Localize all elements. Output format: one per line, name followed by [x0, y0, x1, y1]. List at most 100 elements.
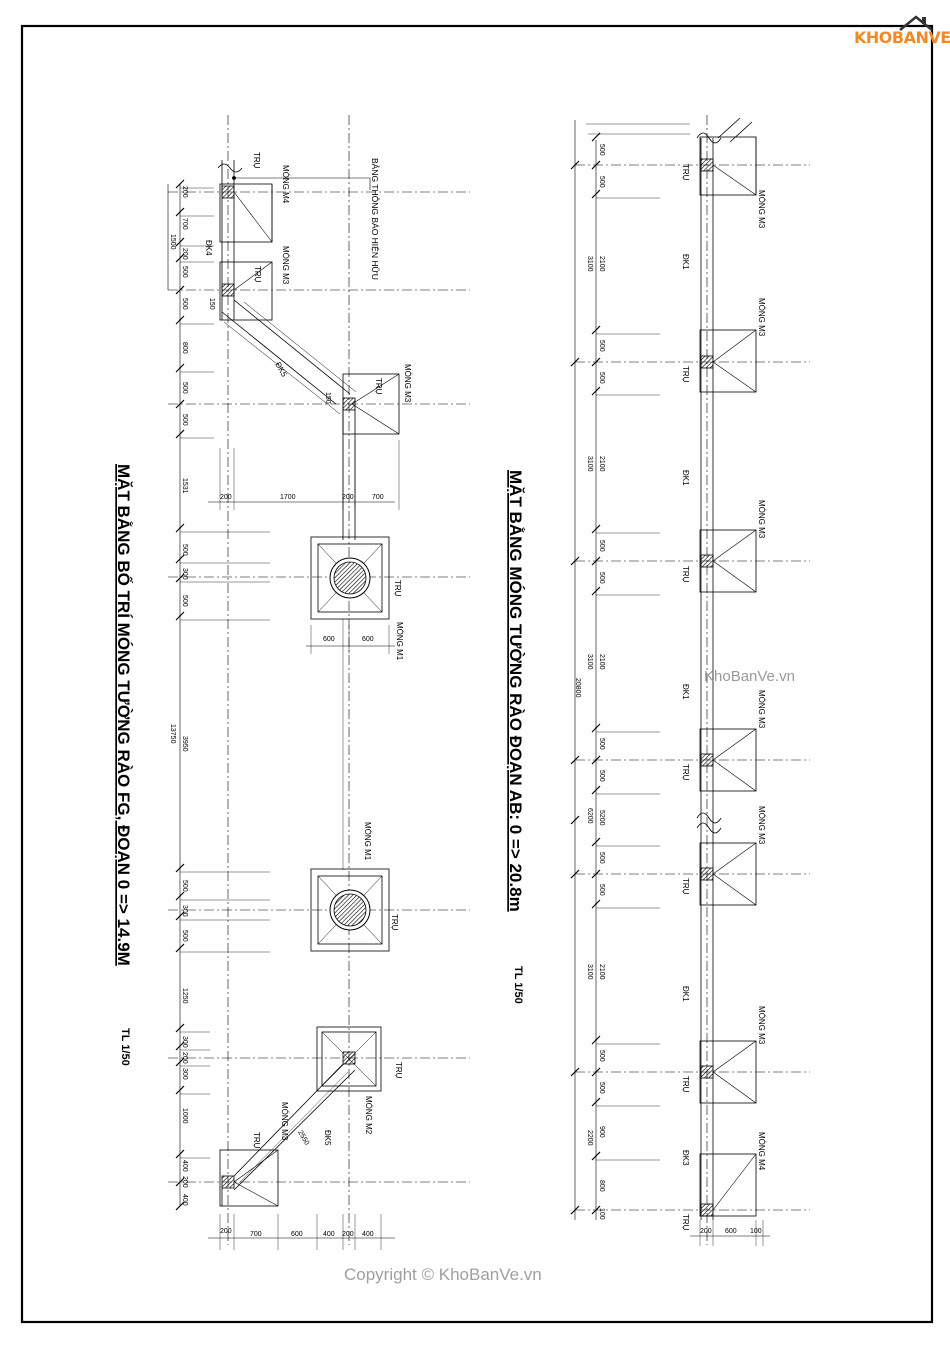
dim-l-20: 1000: [181, 1108, 188, 1124]
dim-lb-2: 600: [291, 1231, 303, 1238]
r-dim-25: 800: [598, 1180, 605, 1192]
dim-l-17: 300: [181, 1036, 188, 1048]
left-plan-labels: BẢNG THÔNG BÁO HIỆN HỮU TRỤ MÓNG M4 ĐK4 …: [114, 152, 412, 1238]
dim-m1-0: 600: [323, 636, 335, 643]
right-plan-title: MẶT BẰNG MÓNG TƯỜNG RÀO ĐOẠN AB: 0 => 20…: [506, 470, 525, 912]
r-dim-18: 500: [598, 884, 605, 896]
r-mong-m3-5: MÓNG M3: [757, 806, 766, 845]
r-dim-24: 2200: [586, 1130, 593, 1146]
r-tru-2: TRỤ: [681, 366, 690, 383]
dim-l-14: 300: [181, 905, 188, 917]
label-tru-3: TRỤ: [374, 378, 383, 395]
label-tru-6: TRỤ: [394, 1062, 403, 1079]
dim-diag-2: 150: [324, 392, 331, 404]
r-dim-10: 500: [598, 572, 605, 584]
r-tru-4: TRỤ: [681, 764, 690, 781]
label-tru-7: TRỤ: [252, 1132, 261, 1149]
house-roof-icon: [899, 15, 933, 31]
dim-lh-2: 200: [342, 494, 354, 501]
right-plan: [570, 115, 810, 1246]
dim-l-10: 300: [181, 568, 188, 580]
r-dim-12: 3100: [586, 654, 593, 670]
dim-l-5: 800: [181, 342, 188, 354]
r-dim-21: 500: [598, 1050, 605, 1062]
r-dim-2: 500: [598, 176, 605, 188]
dim-l-4: 500: [181, 298, 188, 310]
dim-l-21: 400: [181, 1160, 188, 1172]
dim-lh-3: 700: [372, 494, 384, 501]
dim-lh-0: 200: [220, 494, 232, 501]
dim-lb-5: 400: [362, 1231, 374, 1238]
dim-l-total-1: 1500: [169, 234, 176, 250]
sign-label: BẢNG THÔNG BÁO HIỆN HỮU: [370, 158, 381, 280]
dim-l-23: 400: [181, 1194, 188, 1206]
dim-diag-0: 2550: [296, 1130, 310, 1147]
dim-l-18: 200: [181, 1052, 188, 1064]
r-dim-16: 6200: [586, 808, 593, 824]
r-dk1-4: ĐK1: [681, 986, 690, 1002]
r-dim-3: 2100: [598, 256, 605, 272]
dim-l-1: 700: [181, 218, 188, 230]
dim-l-3: 500: [181, 266, 188, 278]
r-tru-6: TRỤ: [681, 1076, 690, 1093]
dim-m1-1: 600: [362, 636, 374, 643]
r-dk1-2: ĐK1: [681, 470, 690, 486]
dim-lb-4: 200: [342, 1231, 354, 1238]
dim-lb-0: 200: [220, 1228, 232, 1235]
r-dim-1: 500: [598, 144, 605, 156]
label-mong-m1-2: MÓNG M1: [363, 822, 372, 861]
r-dim-8: 3100: [586, 456, 593, 472]
r-dimh-0: 200: [700, 1228, 712, 1235]
left-plan-scale: TL 1/50: [119, 1028, 131, 1066]
r-tru-7: TRỤ: [681, 1214, 690, 1231]
label-tru-4: TRỤ: [393, 580, 402, 597]
sheet-border: [20, 24, 934, 1324]
r-dim-7: 2100: [598, 456, 605, 472]
r-dk1-1: ĐK1: [681, 254, 690, 270]
r-tru-5: TRỤ: [681, 878, 690, 895]
r-tru-1: TRỤ: [681, 164, 690, 181]
dim-l-6: 500: [181, 382, 188, 394]
copyright-watermark: Copyright © KhoBanVe.vn: [344, 1265, 542, 1284]
r-dim-15: 5200: [598, 810, 605, 826]
dim-lh-1: 1700: [280, 494, 296, 501]
left-plan: [167, 115, 470, 1250]
r-dim-17: 500: [598, 852, 605, 864]
r-dim-4: 3100: [586, 256, 593, 272]
dim-diag-1: 150: [208, 298, 215, 310]
label-mong-m3-2: MÓNG M3: [403, 364, 412, 403]
dim-l-0: 200: [181, 186, 188, 198]
r-mong-m4: MÓNG M4: [757, 1132, 766, 1171]
r-mong-m3-2: MÓNG M3: [757, 298, 766, 337]
dim-l-11: 500: [181, 595, 188, 607]
logo-text: KHOBANVE: [854, 28, 950, 47]
dim-l-22: 200: [181, 1176, 188, 1188]
r-dim-22: 500: [598, 1082, 605, 1094]
dim-l-12: 3950: [181, 736, 188, 752]
r-dimh-2: 100: [750, 1228, 762, 1235]
dim-lb-3: 400: [323, 1231, 335, 1238]
r-dk3: ĐK3: [681, 1150, 690, 1166]
brand-logo: KHOBANVE: [850, 12, 950, 52]
r-tru-3: TRỤ: [681, 566, 690, 583]
dim-l-8: 1531: [181, 478, 188, 494]
dim-l-13: 500: [181, 880, 188, 892]
label-tru-1: TRỤ: [252, 152, 261, 169]
r-dim-19: 2100: [598, 964, 605, 980]
dim-l-19: 300: [181, 1068, 188, 1080]
r-dim-13: 500: [598, 738, 605, 750]
left-plan-title: MẶT BẰNG BỐ TRÍ MÓNG TƯỜNG RÀO FG, ĐOẠN …: [114, 464, 134, 966]
watermark-right: KhoBanVe.vn: [704, 668, 795, 685]
r-mong-m3-6: MÓNG M3: [757, 1006, 766, 1045]
r-dimh-1: 600: [725, 1228, 737, 1235]
r-dim-total: 20800: [574, 678, 581, 698]
dim-l-16: 1250: [181, 988, 188, 1004]
label-dk5-1: ĐK5: [273, 361, 289, 379]
label-dk4: ĐK4: [204, 240, 213, 256]
dim-l-2: 200: [181, 248, 188, 260]
r-dim-6: 500: [598, 372, 605, 384]
label-mong-m4: MÓNG M4: [281, 165, 290, 204]
r-dim-5: 500: [598, 340, 605, 352]
